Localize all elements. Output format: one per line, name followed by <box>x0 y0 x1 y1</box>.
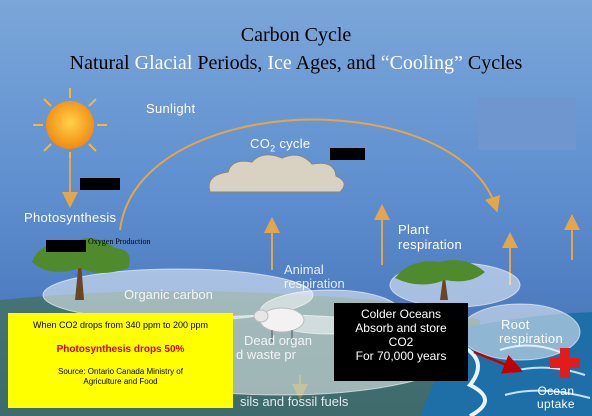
co2-cycle-text: cycle <box>275 136 311 151</box>
label-photosynthesis: Photosynthesis <box>24 210 117 225</box>
photosynthesis-callout: When CO2 drops from 340 ppm to 200 ppm P… <box>8 313 233 408</box>
co2-text: CO <box>250 136 271 151</box>
root-respiration-line2: respiration <box>499 331 563 346</box>
redaction-block <box>330 148 365 160</box>
label-oxygen-production: Oxygen Production <box>88 237 151 246</box>
subtitle-part-ice: Ice <box>267 52 292 74</box>
label-animal-respiration: Animal respiration <box>284 263 345 291</box>
callout-photosynthesis-drop: Photosynthesis drops 50% <box>56 344 185 355</box>
subtitle-part-5: Ages, and <box>291 52 381 74</box>
ocean-uptake-line2: uptake <box>537 397 575 411</box>
subtitle-part-glacial: Glacial <box>134 52 193 74</box>
ocean-uptake-line1: Ocean <box>537 384 575 398</box>
shore-foam <box>459 343 487 416</box>
callout-co2-drop: When CO2 drops from 340 ppm to 200 ppm <box>32 320 209 330</box>
plant-respiration-line1: Plant <box>398 222 430 237</box>
subtitle-part-7: Cycles <box>462 52 523 74</box>
redaction-block <box>80 178 120 190</box>
dead-organisms-line1: Dead organ <box>244 333 312 348</box>
tree-right-icon <box>395 259 485 300</box>
callout-arrow <box>473 350 524 374</box>
callout-source-line1: Source: Ontario Canada Ministry of <box>58 367 183 376</box>
cycle-arc <box>119 118 501 231</box>
cloud-icon <box>208 154 345 193</box>
subtitle-part-cooling: “Cooling” <box>380 52 463 74</box>
plant-respiration-line2: respiration <box>398 237 462 252</box>
callout-source: Source: Ontario Canada Ministry of Agric… <box>8 367 233 387</box>
dead-organisms-line2: d waste pr <box>236 347 296 362</box>
label-sunlight: Sunlight <box>146 101 196 116</box>
callout-source-line2: Agriculture and Food <box>83 377 158 386</box>
animal-respiration-line2: respiration <box>284 276 345 291</box>
colder-oceans-line2: Absorb and store <box>355 321 447 335</box>
animal-respiration-line1: Animal <box>284 262 324 277</box>
colder-oceans-line3: CO2 <box>388 335 414 349</box>
label-fossil-fuels: sils and fossil fuels <box>240 394 349 409</box>
co2-subscript: 2 <box>270 143 276 154</box>
label-dead-organisms: Dead organ d waste pr <box>236 334 312 362</box>
root-respiration-line1: Root <box>501 317 530 332</box>
subtitle-part-1: Natural <box>69 52 135 74</box>
label-co2-cycle: CO2 cycle <box>250 136 310 154</box>
sheep-icon <box>253 307 305 342</box>
colder-oceans-callout: Colder Oceans Absorb and store CO2 For 7… <box>334 303 468 381</box>
slide-title: Carbon Cycle <box>240 24 352 46</box>
colder-oceans-line1: Colder Oceans <box>360 307 442 321</box>
subtitle-part-3: Periods, <box>192 52 268 74</box>
blank-panel <box>478 97 576 150</box>
colder-oceans-line4: For 70,000 years <box>355 349 447 363</box>
label-root-respiration: Root respiration <box>499 318 563 346</box>
label-ocean-uptake: Ocean uptake <box>537 385 575 411</box>
label-organic-carbon: Organic carbon <box>124 287 213 302</box>
red-cross-icon <box>550 348 580 378</box>
sun-icon <box>33 88 107 162</box>
label-plant-respiration: Plant respiration <box>398 222 462 252</box>
redaction-block <box>46 240 86 252</box>
slide-subtitle: Natural Glacial Periods, Ice Ages, and “… <box>0 52 592 75</box>
